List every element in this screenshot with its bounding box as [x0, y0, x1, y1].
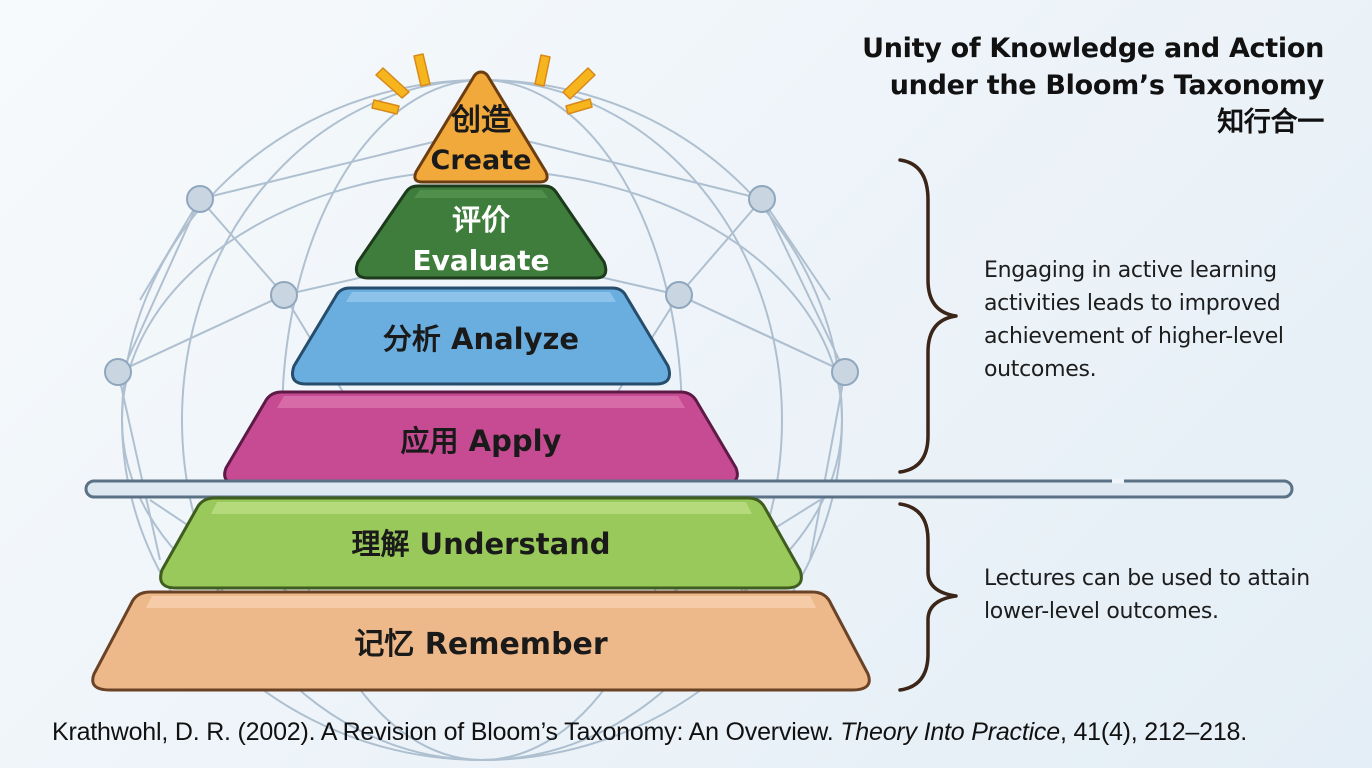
tier-understand: 理解 Understand: [159, 496, 803, 590]
tier-apply-label: 应用 Apply: [401, 424, 562, 458]
divider-bar: [84, 478, 1294, 499]
tier-create: 创造 Create: [413, 70, 549, 184]
tier-evaluate: 评价 Evaluate: [354, 184, 608, 280]
brace-higher: [898, 158, 958, 474]
page-title: Unity of Knowledge and Action under the …: [862, 30, 1324, 141]
tier-create-zh: 创造: [450, 103, 511, 138]
brace-lower: [898, 502, 958, 692]
title-line-2: under the Bloom’s Taxonomy: [889, 70, 1325, 101]
citation-details: , 41(4), 212–218.: [1059, 718, 1247, 746]
tier-remember: 记忆 Remember: [91, 590, 871, 692]
tier-understand-label: 理解 Understand: [351, 527, 610, 561]
network-nodes: [104, 185, 859, 386]
network-node: [831, 358, 859, 386]
tier-remember-label: 记忆 Remember: [354, 627, 608, 662]
network-node: [270, 281, 298, 309]
tier-evaluate-zh: 评价: [452, 203, 511, 237]
tier-evaluate-en: Evaluate: [412, 244, 549, 277]
network-node: [748, 185, 776, 213]
title-line-1: Unity of Knowledge and Action: [862, 33, 1324, 64]
tier-analyze: 分析 Analyze: [291, 286, 671, 386]
network-node: [665, 281, 693, 309]
sparkle-icon: [371, 53, 596, 115]
note-higher-level: Engaging in active learning activities l…: [984, 258, 1284, 382]
citation-journal: Theory Into Practice: [840, 718, 1060, 746]
tier-analyze-label: 分析 Analyze: [383, 322, 579, 356]
citation: Krathwohl, D. R. (2002). A Revision of B…: [52, 716, 1247, 748]
tier-apply: 应用 Apply: [223, 390, 739, 486]
citation-text: Krathwohl, D. R. (2002). A Revision of B…: [52, 718, 841, 746]
network-node: [186, 185, 214, 213]
network-node: [104, 358, 132, 386]
title-line-3: 知行合一: [1217, 107, 1324, 138]
note-lower-level: Lectures can be used to attain lower-lev…: [984, 566, 1310, 624]
tier-create-en: Create: [431, 145, 532, 176]
